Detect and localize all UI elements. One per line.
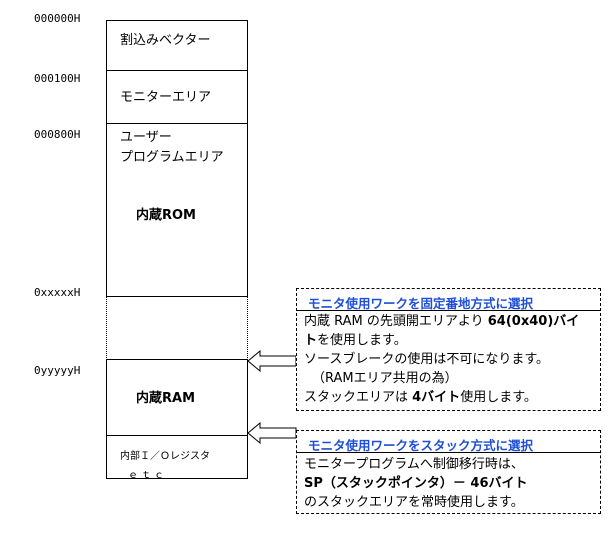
address-yyyyy: 0yyyyyH: [34, 364, 81, 377]
address-000100: 000100H: [34, 72, 81, 85]
fixed-box-line-3: ソースブレークの使用は不可になります。: [304, 352, 550, 367]
stack-box-divider: [296, 452, 601, 453]
arrow-stack: [247, 421, 297, 445]
label-io-2: ｅｔｃ: [128, 470, 167, 481]
fixed-box-line-1: 内蔵 RAM の先頭開エリアより 64(0x40)バイ: [304, 314, 580, 329]
label-user-1: ユーザー: [120, 130, 172, 145]
label-user-2: プログラムエリア: [120, 150, 224, 165]
fixed-box-line-5: スタックエリアは 4バイト使用します。: [304, 390, 537, 405]
fixed-box-title: モニタ使用ワークを固定番地方式に選択: [308, 296, 534, 311]
fixed-address-box: [296, 288, 601, 411]
address-000000: 000000H: [34, 12, 81, 25]
stack-box-title: モニタ使用ワークをスタック方式に選択: [308, 438, 534, 453]
label-io-1: 内部Ｉ／Ｏレジスタ: [120, 451, 210, 462]
label-vector: 割込みベクター: [120, 33, 211, 48]
arrow-fixed: [247, 349, 297, 373]
stack-box-line-3: のスタックエリアを常時使用します。: [304, 495, 524, 510]
region-io: [106, 435, 248, 479]
stack-box-line-2: SP（スタックポインタ）－ 46バイト: [304, 476, 528, 491]
fixed-box-line-2: トを使用します。: [304, 333, 407, 348]
label-ram: 内蔵RAM: [136, 391, 196, 406]
fixed-box-divider: [296, 310, 601, 311]
label-monitor: モニターエリア: [120, 90, 212, 105]
label-rom: 内蔵ROM: [136, 208, 196, 223]
fixed-box-line-4: （RAMエリア共用の為）: [312, 371, 458, 386]
stack-box-line-1: モニタープログラムへ制御移行時は、: [304, 457, 524, 472]
address-000800: 000800H: [34, 128, 81, 141]
address-xxxxx: 0xxxxxH: [34, 286, 81, 299]
stack-method-box: [296, 430, 601, 514]
